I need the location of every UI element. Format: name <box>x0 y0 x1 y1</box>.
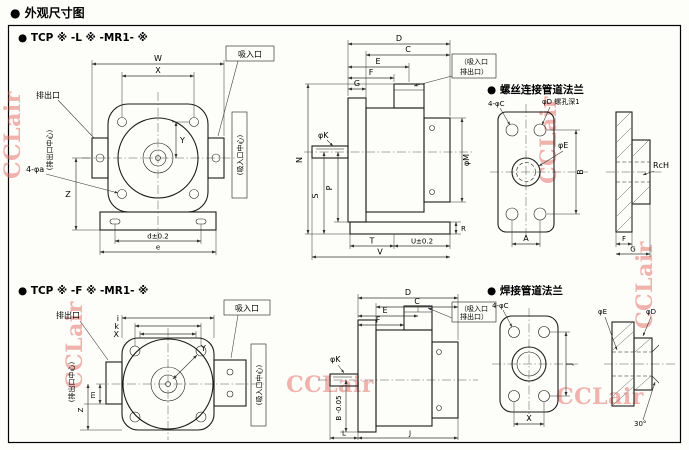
dim-label-d: d±0.2 <box>147 233 168 241</box>
port-note-line2: 排出口） <box>460 312 488 321</box>
bore-callout-phiD: φD <box>646 308 656 316</box>
dim-label-A: A <box>523 234 529 243</box>
watermark-group: CCLair CCLair CCLair CCLair CCLair CCLai… <box>0 91 658 410</box>
dim-label-k: k <box>114 322 119 331</box>
discharge-port-label: 排出口 <box>56 310 80 320</box>
section-title-tcp-l: ● TCP ※ -L ※ -MR1- ※ <box>18 32 148 44</box>
section-title-screw-flange: ● 螺丝连接管道法兰 <box>487 83 584 96</box>
page-title: ● 外观尺寸图 <box>10 5 85 20</box>
discharge-center-label: (排出口中心) <box>45 130 54 171</box>
suction-port-label: 吸入口 <box>238 50 262 59</box>
port-note-line2: 排出口） <box>460 67 488 76</box>
tcp-l-side-view: D C E F G （吸入口 排出口） φK N P S φM <box>295 34 497 260</box>
watermark: CCLair <box>62 301 88 389</box>
weld-flange-side-view: φE φD 30° <box>598 308 676 428</box>
dim-label-Y: Y <box>200 344 206 353</box>
dim-label-G: G <box>354 79 360 88</box>
discharge-center-label: (排出口中心) <box>67 362 76 403</box>
dim-label-D: D <box>405 288 411 297</box>
suction-center-label: (吸入口中心) <box>255 365 264 406</box>
dim-label-C: C <box>414 297 420 306</box>
dim-label-Z: Z <box>77 407 85 412</box>
dim-label-S: S <box>311 193 320 198</box>
dim-label-B: B <box>576 169 585 175</box>
dim-label-phiK: φK <box>318 131 329 140</box>
screw-flange-side-view: RcH F G <box>606 111 669 257</box>
tcp-f-side-view: D C E F （吸入口 排出口） φK B -0.05 L J <box>318 288 497 440</box>
dim-label-C: C <box>405 45 411 54</box>
dim-label-U: U±0.2 <box>411 238 433 246</box>
dim-label-E: E <box>382 306 387 315</box>
dim-label-E: E <box>375 57 380 66</box>
dim-label-P: P <box>325 185 334 190</box>
weld-flange-front-view: 4-φC X J <box>492 302 578 427</box>
dim-label-X: X <box>114 330 120 339</box>
section-title-weld-flange: ● 焊接管道法兰 <box>487 284 563 297</box>
thread-callout-Rc: RcH <box>653 161 669 170</box>
tcp-l-front-view: W X Y Z 排出口 (排出口中心) 吸入口 (吸入口中心) 4-φa d±0… <box>26 45 275 255</box>
bolt-hole-callout: 4-φC <box>492 302 509 310</box>
thread-depth-callout: φD 螺孔深1 <box>542 97 580 106</box>
dim-label-V: V <box>377 248 383 257</box>
discharge-port-label: 排出口 <box>36 90 60 100</box>
dim-label-L: L <box>342 430 346 438</box>
chamfer-angle-label: 30° <box>634 420 646 428</box>
drawing-border <box>7 24 682 444</box>
dim-label-phiK: φK <box>330 355 341 364</box>
dim-label-F: F <box>369 68 374 77</box>
dim-label-x: X <box>155 66 161 75</box>
dim-label-X: X <box>526 414 532 423</box>
watermark: CCLair <box>0 91 26 179</box>
watermark: CCLair <box>536 96 562 184</box>
section-title-tcp-f: ● TCP ※ -F ※ -MR1- ※ <box>18 285 148 297</box>
dim-label-J: J <box>565 363 574 366</box>
dim-label-R: R <box>461 225 466 233</box>
dim-label-J: J <box>408 430 411 438</box>
dim-label-F: F <box>376 316 381 325</box>
dim-label-N: N <box>295 157 304 163</box>
bolt-hole-callout: 4-φa <box>26 165 44 174</box>
port-note-line1: （吸入口 <box>460 305 488 313</box>
bore-callout-phiE: φE <box>598 308 607 316</box>
bolt-hole-callout: 4-φC <box>488 100 505 108</box>
dim-label-i: i <box>117 314 119 323</box>
dim-label-T: T <box>369 237 375 246</box>
dim-label-z: Z <box>65 190 71 199</box>
port-note-line1: （吸入口 <box>460 58 488 66</box>
suction-port-label: 吸入口 <box>235 304 259 313</box>
suction-center-label: (吸入口中心) <box>236 135 245 176</box>
bore-callout-phiE: φE <box>558 141 568 150</box>
watermark: CCLair <box>632 241 658 329</box>
dim-label-w: W <box>154 54 162 63</box>
dim-label-y: Y <box>179 136 185 145</box>
tcp-f-front-view: i k X Y 排出口 吸入口 (排出口中心) (吸入口中心) m Z <box>56 299 271 440</box>
dim-label-F: F <box>622 235 626 243</box>
dim-label-phiM: φM <box>462 154 471 166</box>
dim-label-D: D <box>396 34 402 43</box>
dim-label-G: G <box>630 246 635 254</box>
screw-flange-front-view: 4-φC φD 螺孔深1 φE B A <box>488 97 588 247</box>
dim-label-B: B -0.05 <box>335 395 343 420</box>
dim-label-m: m <box>89 391 97 398</box>
dim-label-e: e <box>156 244 160 252</box>
